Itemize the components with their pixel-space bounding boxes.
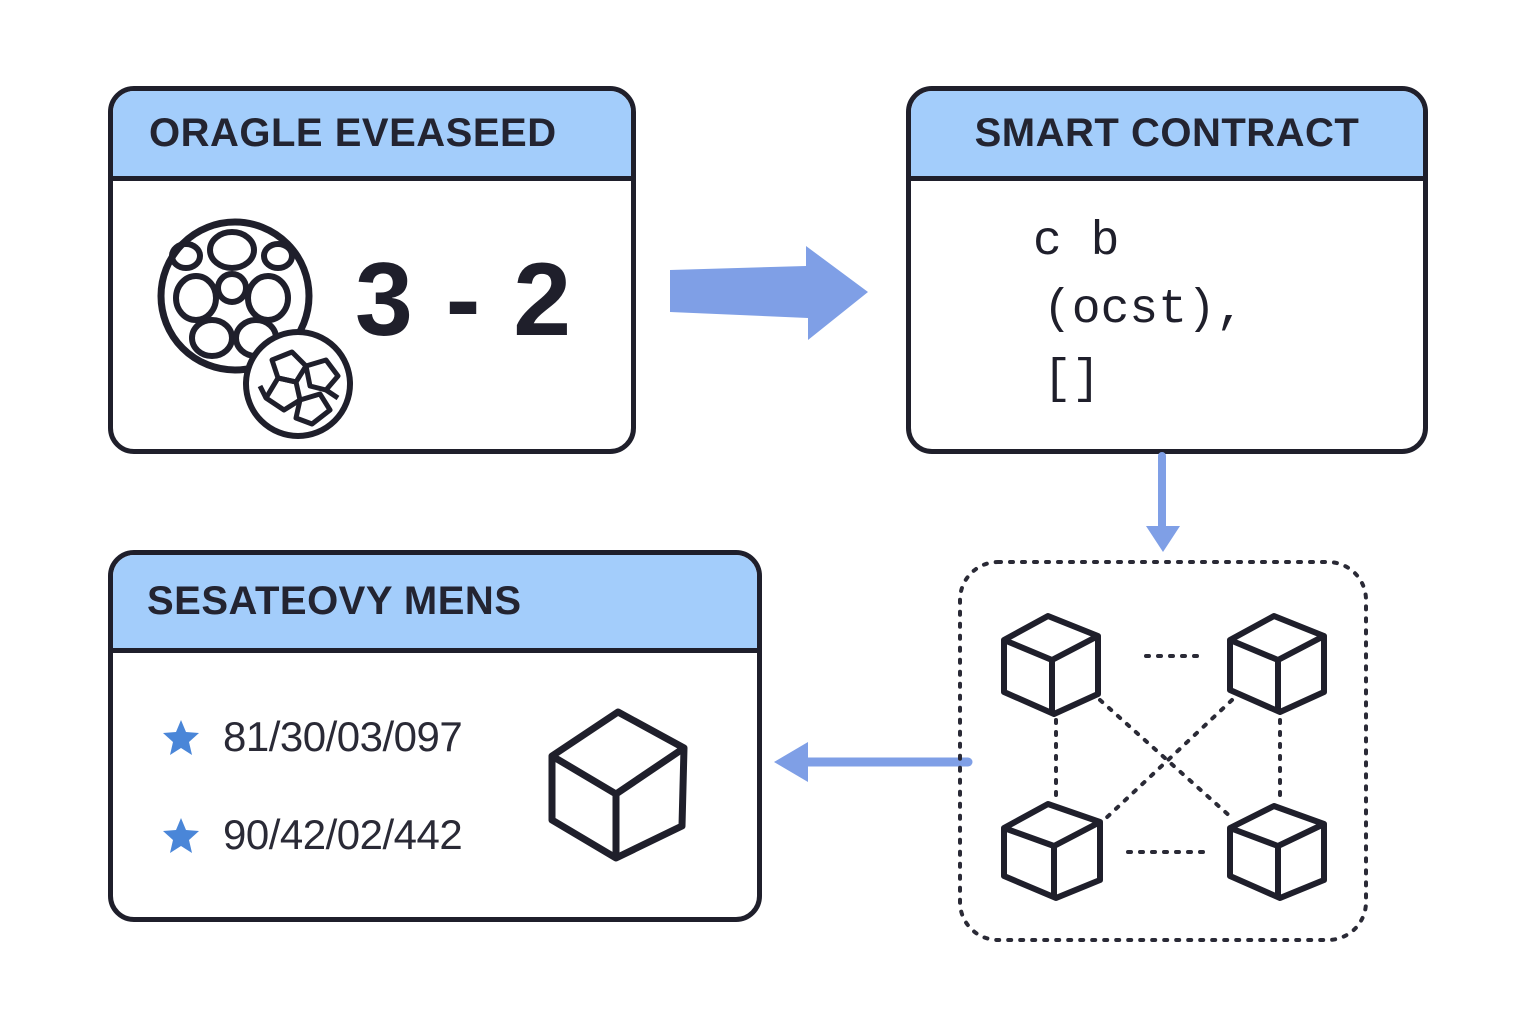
oracle-card-title: ORAGLE EVEASEED xyxy=(113,91,631,181)
network-node-cube-icon xyxy=(1001,801,1103,901)
ledger-entry-text: 81/30/03/097 xyxy=(223,713,463,760)
ledger-entry: 81/30/03/097 xyxy=(161,713,463,761)
code-line-3: [] xyxy=(1043,353,1101,407)
network-node-cube-icon xyxy=(1227,613,1327,715)
settlement-card: SESATEOVY MENS 81/30/03/097 90/42/02/442 xyxy=(108,550,762,922)
code-line-2: (ocst), xyxy=(1043,283,1245,337)
ledger-entry-text: 90/42/02/442 xyxy=(223,811,463,858)
ledger-entry: 90/42/02/442 xyxy=(161,811,463,859)
star-icon xyxy=(163,720,199,755)
soccer-ball-icon xyxy=(243,329,353,439)
match-score: 3 - 2 xyxy=(355,242,574,358)
network-node-cube-icon xyxy=(1001,613,1101,717)
arrow-right-icon xyxy=(670,246,868,340)
settlement-card-title: SESATEOVY MENS xyxy=(113,555,757,653)
network-boundary xyxy=(958,560,1368,942)
code-line-1: c b xyxy=(1033,215,1120,269)
smart-contract-card: SMART CONTRACT c b (ocst), [] xyxy=(906,86,1428,454)
arrow-down-icon xyxy=(1146,452,1180,552)
network-node-cube-icon xyxy=(1227,803,1327,901)
network-connections xyxy=(1054,654,1282,854)
cube-icon xyxy=(548,708,688,862)
oracle-card: ORAGLE EVEASEED 3 - 2 xyxy=(108,86,636,454)
arrow-left-icon xyxy=(774,742,973,782)
smart-contract-title: SMART CONTRACT xyxy=(911,91,1423,181)
star-icon xyxy=(163,818,199,853)
